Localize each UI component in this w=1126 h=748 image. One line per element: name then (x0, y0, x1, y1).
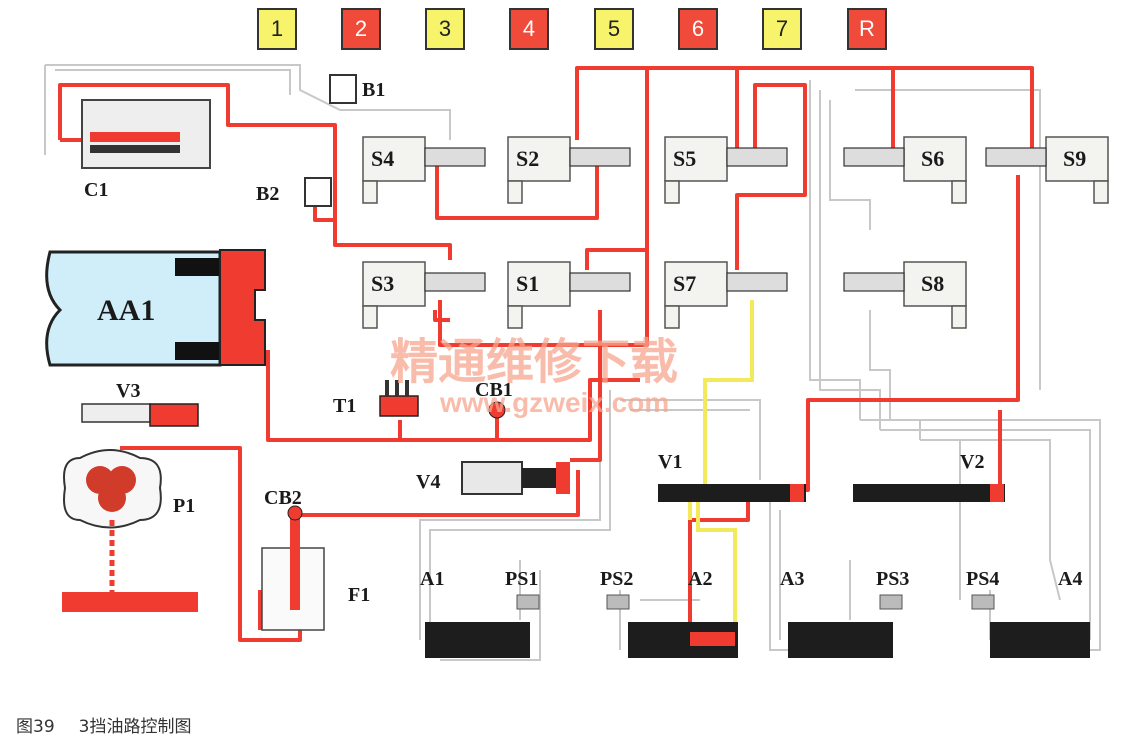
valve-v2 (853, 484, 1005, 502)
block-b1 (329, 74, 357, 104)
gear-tab-2[interactable]: 2 (341, 8, 381, 50)
gear-tab-7[interactable]: 7 (762, 8, 802, 50)
label-ps1: PS1 (505, 568, 538, 590)
filter-f1 (261, 505, 325, 631)
solenoid-valve-stems (424, 147, 1047, 292)
oil-sump (62, 592, 198, 612)
label-a2: A2 (688, 568, 712, 590)
label-c1: C1 (84, 179, 108, 201)
gear-tab-3[interactable]: 3 (425, 8, 465, 50)
label-v2: V2 (960, 451, 984, 473)
watermark-title: 精通维修下载 (390, 334, 678, 390)
gear-tab-4[interactable]: 4 (509, 8, 549, 50)
label-a4: A4 (1058, 568, 1082, 590)
label-s9: S9 (1063, 146, 1086, 171)
label-s8: S8 (921, 271, 944, 296)
pilot-lines (688, 300, 754, 650)
label-v4: V4 (416, 471, 440, 493)
label-t1: T1 (333, 395, 356, 417)
label-a1: A1 (420, 568, 444, 590)
label-s5: S5 (673, 146, 696, 171)
figure-number: 图39 (16, 717, 55, 737)
valve-v3 (81, 403, 199, 427)
figure-title: 3挡油路控制图 (78, 717, 192, 737)
watermark-url: www.gzweix.com (439, 387, 669, 418)
pump-p1 (63, 449, 162, 600)
valve-v1 (658, 484, 806, 502)
label-ps3: PS3 (876, 568, 909, 590)
actuator-a2-pressure (690, 632, 735, 646)
actuators (425, 622, 1090, 658)
label-s2: S2 (516, 146, 539, 171)
label-v1: V1 (658, 451, 682, 473)
position-sensor-pads (516, 594, 995, 610)
label-s1: S1 (516, 271, 539, 296)
label-cb1: CB1 (475, 379, 513, 401)
label-s7: S7 (673, 271, 696, 296)
label-s6: S6 (921, 146, 944, 171)
label-aa1: AA1 (97, 294, 155, 327)
label-p1: P1 (173, 495, 195, 517)
component-labels: S4 S2 S3 S1 S5 S7 S6 S9 S8 AA1 B1 B2 C1 … (84, 79, 1086, 606)
label-b1: B1 (362, 79, 385, 101)
label-b2: B2 (256, 183, 279, 205)
label-f1: F1 (348, 584, 370, 606)
gear-tab-r[interactable]: R (847, 8, 887, 50)
label-ps4: PS4 (966, 568, 999, 590)
clutch-c1 (81, 99, 211, 169)
label-cb2: CB2 (264, 487, 302, 509)
gear-tab-5[interactable]: 5 (594, 8, 634, 50)
gear-tab-1[interactable]: 1 (257, 8, 297, 50)
check-cb1 (488, 401, 506, 419)
label-s3: S3 (371, 271, 394, 296)
check-t1 (379, 380, 419, 417)
gear-tab-6[interactable]: 6 (678, 8, 718, 50)
solenoid-bodies (362, 136, 1109, 329)
figure-caption: 图39 3挡油路控制图 (16, 712, 215, 737)
valve-v4 (461, 461, 570, 495)
label-a3: A3 (780, 568, 804, 590)
label-s4: S4 (371, 146, 394, 171)
label-ps2: PS2 (600, 568, 633, 590)
accumulator-aa1 (45, 249, 266, 367)
block-b2 (304, 177, 332, 207)
label-v3: V3 (116, 380, 140, 402)
